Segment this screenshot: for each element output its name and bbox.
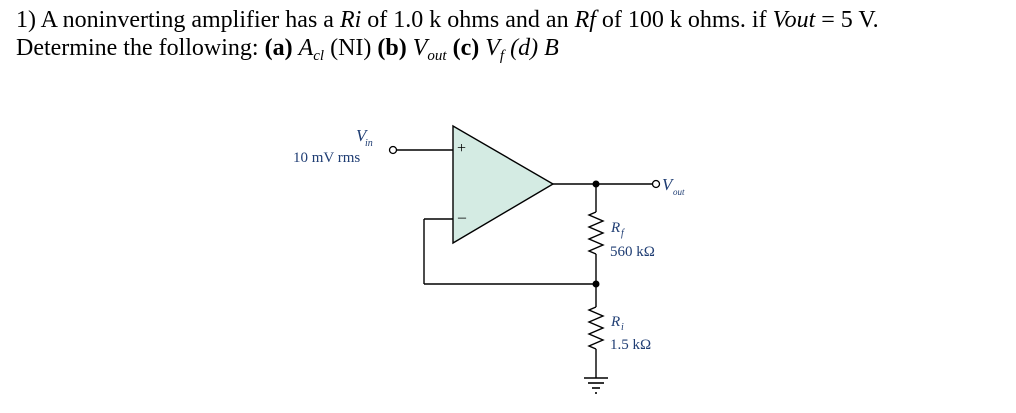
vout-part-symbol: V: [412, 35, 428, 61]
acl-symbol: A: [298, 35, 314, 61]
ri-resistor: [587, 306, 605, 350]
rf-label: R: [610, 220, 620, 236]
acl-subscript: cl: [313, 48, 325, 64]
ri-label: R: [610, 314, 620, 330]
ri-symbol: Ri: [339, 7, 362, 33]
rf-subscript: f: [621, 228, 625, 239]
rf-value-label: 560 kΩ: [610, 244, 655, 260]
vout-part-subscript: out: [427, 48, 447, 64]
question-text-segment: 1) A noninverting amplifier has a: [16, 7, 340, 33]
vout-symbol: Vout: [772, 7, 816, 33]
question-text-segment: of 1.0 k ohms and an: [361, 7, 575, 33]
rf-symbol: Rf: [574, 7, 596, 33]
vf-subscript: f: [499, 48, 505, 64]
feedback-junction-dot: [592, 280, 600, 288]
noninverting-input-sign: +: [457, 140, 466, 157]
part-a-label: (a): [264, 35, 293, 61]
vout-subscript: out: [673, 187, 685, 197]
part-c-label: (c): [452, 35, 480, 61]
question-text-segment: Determine the following:: [16, 35, 265, 61]
question-text-segment: = 5 V.: [815, 7, 879, 33]
vin-label: V: [356, 126, 369, 145]
vin-value-label: 10 mV rms: [293, 150, 360, 166]
vf-symbol: V: [485, 35, 500, 61]
ri-value-label: 1.5 kΩ: [610, 337, 651, 353]
question-text: 1) A noninverting amplifier has a Ri of …: [16, 6, 1006, 65]
vin-subscript: in: [365, 138, 373, 149]
question-text-segment: of 100 k ohms. if: [595, 7, 773, 33]
part-b-label: (b): [377, 35, 407, 61]
vout-label: V: [662, 175, 675, 194]
inverting-input-sign: –: [457, 209, 467, 226]
ground-icon: [584, 377, 608, 394]
opamp-symbol: [452, 124, 555, 245]
question-line-1: 1) A noninverting amplifier has a Ri of …: [16, 6, 1006, 34]
rf-resistor: [587, 211, 605, 255]
question-text-segment: (NI): [324, 35, 378, 61]
vout-terminal: [651, 179, 661, 189]
vin-terminal: [388, 145, 398, 155]
part-d-label: (d) B: [510, 35, 559, 61]
ri-subscript: i: [621, 322, 624, 333]
question-line-2: Determine the following: (a) Acl (NI) (b…: [16, 34, 1006, 65]
